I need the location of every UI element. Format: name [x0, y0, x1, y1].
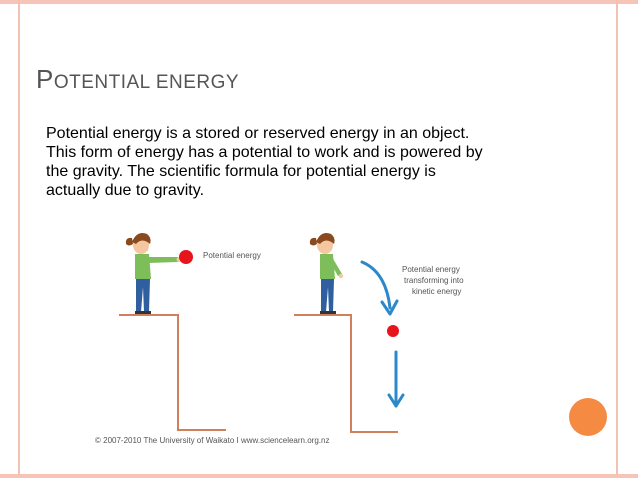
image-credit: © 2007-2010 The University of Waikato I … [95, 436, 330, 445]
transform-label-line-3: kinetic energy [412, 287, 462, 296]
slide-frame-bottom [0, 474, 638, 478]
left-ball [179, 250, 193, 264]
slide-frame-right [616, 0, 618, 478]
potential-energy-label: Potential energy [203, 251, 261, 260]
transform-label-line-1: Potential energy [402, 265, 460, 274]
slide-title: POTENTIAL ENERGY [36, 64, 239, 95]
right-girl-figure [309, 233, 344, 314]
slide-title-initial: P [36, 64, 54, 94]
transform-arrow [360, 260, 392, 310]
slide-frame-top [0, 0, 638, 4]
right-ledge [294, 314, 398, 433]
slide-body-text: Potential energy is a stored or reserved… [46, 125, 483, 199]
falling-ball [387, 325, 399, 337]
slide-title-rest: OTENTIAL ENERGY [53, 72, 240, 93]
left-ledge [119, 314, 226, 431]
left-girl-figure [125, 233, 182, 314]
decorative-orange-circle [569, 398, 607, 436]
transform-label-line-2: transforming into [404, 276, 464, 285]
fall-arrowhead [387, 393, 405, 408]
slide-frame-left [18, 0, 20, 478]
transform-arrowhead [380, 299, 399, 316]
potential-energy-illustration [119, 233, 405, 433]
